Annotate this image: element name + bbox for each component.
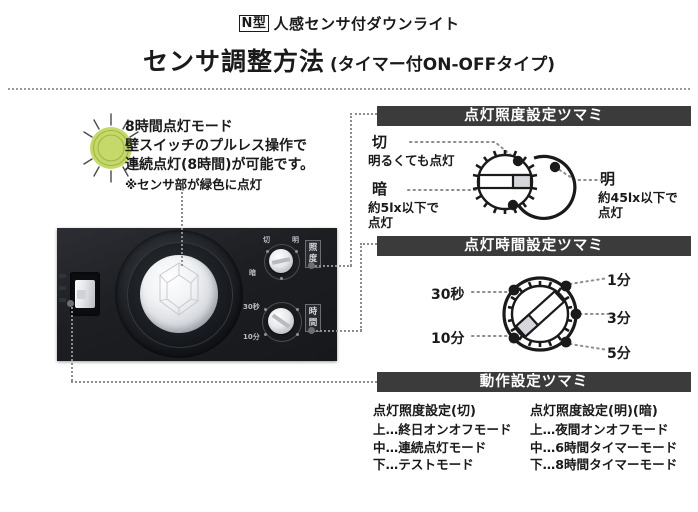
device-knob-label-30s: 30秒 [243,303,260,311]
dome-facet-lines [159,262,199,316]
slide-switch-knob[interactable] [75,280,95,308]
mode-title: 8時間点灯モード [125,119,233,135]
device-knob-label-off: 切 [263,236,270,244]
header-divider [8,88,690,90]
switch-position-ticks [59,274,67,314]
illuminance-knob-caption: 照度 [305,240,321,268]
page-title-suffix: (タイマー付ON-OFFタイプ) [330,55,555,75]
time-label-30s: 30秒 [431,287,465,303]
page-header: N型人感センサ付ダウンライト センサ調整方法(タイマー付ON-OFFタイプ) [0,0,698,88]
illum-label-dark: 暗 [372,180,388,198]
illuminance-knob-panel-title: 点灯照度設定ツマミ [377,106,691,126]
time-knob[interactable] [268,308,294,334]
time-label-10m: 10分 [431,331,465,347]
connector-switch-v [71,303,73,381]
time-label-3m: 3分 [607,311,631,327]
connector-illum-h1 [312,265,352,267]
connector-dot-time [308,327,315,334]
operation-column-off: 点灯照度設定(切) 上…終日オンオフモード 中…連続点灯モード 下…テストモード [373,402,512,474]
operation-col1-heading: 点灯照度設定(切) [373,404,476,419]
device-knob-label-dark: 暗 [249,269,256,277]
time-dot-10m [508,332,520,344]
operation-col2-row-2: 下…8時間タイマーモード [530,457,678,472]
operation-col2-row-1: 中…6時間タイマーモード [530,439,678,455]
illum-label-off: 切 [372,133,388,151]
illum-dot-dark [507,199,519,211]
operation-knob-panel-title: 動作設定ツマミ [377,372,691,392]
connector-illum-v [350,113,352,266]
time-dot-30s [508,284,520,296]
operation-col1-row-2: 下…テストモード [373,457,474,472]
operation-column-bright-dark: 点灯照度設定(明)(暗) 上…夜間オンオフモード 中…6時間タイマーモード 下…… [530,402,677,474]
operation-col2-heading: 点灯照度設定(明)(暗) [530,404,658,419]
operation-col1-row-0: 上…終日オンオフモード [373,422,512,437]
illum-desc-bright-1: 約45lx以下で [598,190,678,205]
connector-time-v [360,243,362,331]
time-dot-3m [570,308,582,320]
n-type-badge: N型 [238,15,270,32]
mode-line-2: 連続点灯(8時間)が可能です。 [125,157,315,173]
device-knob-label-10m: 10分 [243,333,260,341]
connector-time-h2 [360,243,377,245]
time-label-5m: 5分 [607,346,631,362]
operation-col1-row-1: 中…連続点灯モード [373,439,487,455]
connector-dot-illum [308,262,315,269]
page-title: センサ調整方法 [143,47,326,76]
mode-line-1: 壁スイッチのプルレス操作で [125,138,307,154]
illum-label-bright: 明 [600,170,616,188]
illum-dot-off [512,155,524,167]
connector-dot-switch [67,300,74,307]
connector-dome-to-mode [181,188,183,266]
mode-note: ※センサ部が緑色に点灯 [125,177,263,192]
header-subtitle-line: N型人感センサ付ダウンライト [0,13,698,34]
illum-dot-bright [549,161,561,173]
illum-desc-bright-2: 点灯 [598,205,624,220]
sensor-dome [140,255,218,333]
time-dot-5m [560,336,572,348]
device-knob-label-bright: 明 [292,236,299,244]
eight-hour-mode-block: 8時間点灯モード 壁スイッチのプルレス操作で 連続点灯(8時間)が可能です。 ※… [125,118,340,194]
illum-desc-dark-2: 点灯 [368,215,394,230]
sensor-bezel [115,230,243,358]
connector-illum-h2 [350,113,377,115]
connector-switch-h [71,381,377,383]
illuminance-knob[interactable] [269,249,293,273]
header-product-name: 人感センサ付ダウンライト [273,15,460,33]
time-dial [471,276,609,352]
page-title-line: センサ調整方法(タイマー付ON-OFFタイプ) [0,42,698,78]
time-knob-panel-title: 点灯時間設定ツマミ [377,236,691,256]
illuminance-dial [407,141,606,220]
time-knob-ring [262,302,302,342]
time-label-1m: 1分 [607,273,631,289]
time-dot-1m [560,280,572,292]
illum-desc-dark-1: 約5lx以下で [368,200,440,215]
mode-slide-switch[interactable] [70,272,100,316]
sensor-downlight-photo: 切 明 暗 照度 30秒 10分 時間 [57,228,337,361]
operation-col2-row-0: 上…夜間オンオフモード [530,422,669,437]
connector-time-h1 [312,330,362,332]
illum-desc-off: 明るくても点灯 [368,153,455,168]
green-sun-icon [76,112,146,184]
